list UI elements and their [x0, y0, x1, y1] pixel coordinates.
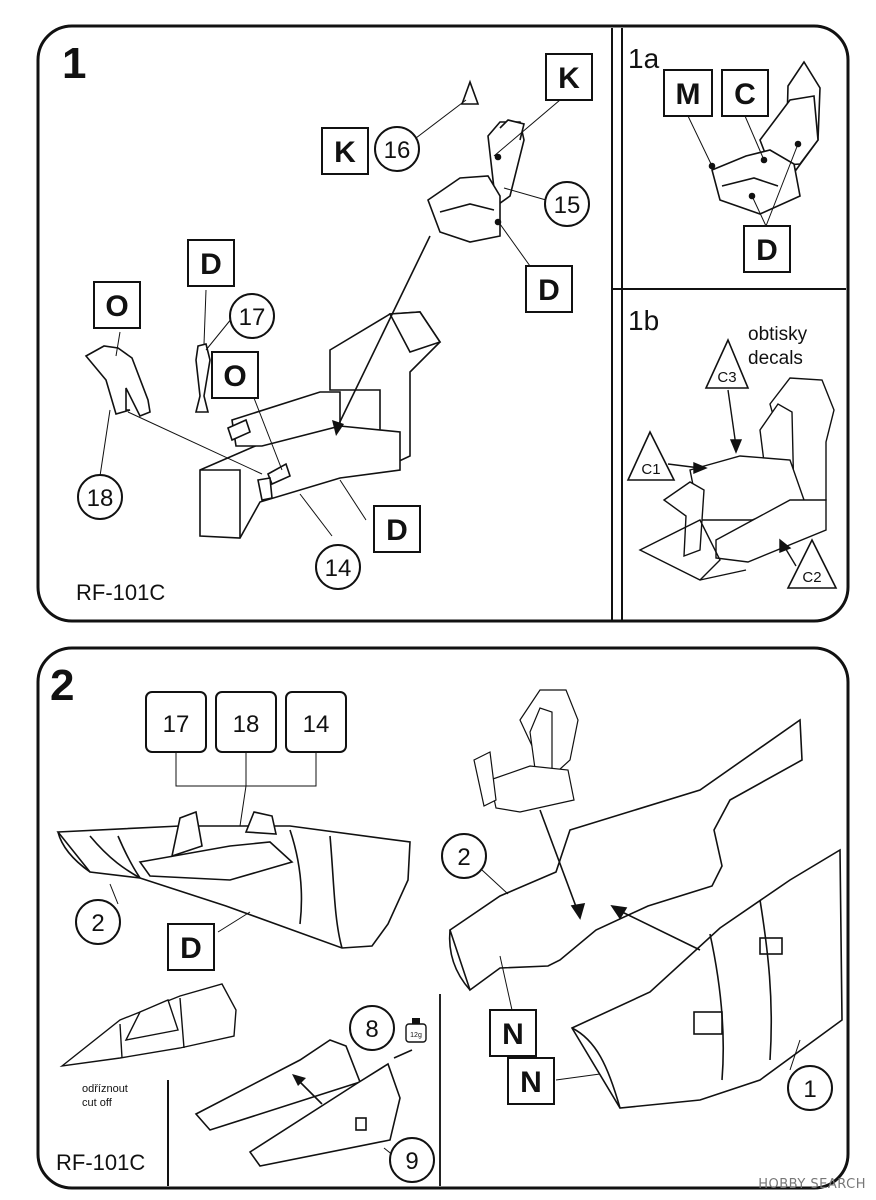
leader-d-panel2	[217, 911, 251, 933]
step-1a-label: 1a	[628, 43, 660, 74]
box-c: C	[721, 69, 769, 117]
box-d-seat: D	[525, 265, 573, 313]
install-arrows-panel2	[539, 809, 701, 951]
box-d-1a: D	[743, 225, 791, 273]
leader-2-left	[109, 883, 119, 905]
cockpit-1b-drawing	[638, 377, 835, 581]
top-part-boxes: 17 18 14	[145, 691, 347, 827]
panel-2-right-leaders	[481, 869, 801, 1081]
svg-text:15: 15	[554, 192, 581, 219]
box-d-panel2: D	[167, 923, 215, 971]
svg-text:16: 16	[384, 137, 411, 164]
part-8-callout: 8	[349, 1005, 395, 1051]
canopy-parts-drawing	[194, 1039, 401, 1167]
svg-text:N: N	[520, 1066, 542, 1099]
box-part-14: 14	[303, 711, 330, 738]
svg-text:C3: C3	[717, 369, 736, 386]
step-1-number: 1	[62, 39, 86, 88]
seat-install-arrow	[332, 235, 431, 436]
ejection-seat-drawing	[427, 79, 525, 243]
part-2-left-callout: 2	[75, 899, 121, 945]
part-14-callout: 14	[315, 544, 361, 590]
decal-c3-callout: C3	[704, 338, 750, 389]
svg-text:8: 8	[365, 1016, 378, 1043]
box-o-rod: O	[211, 351, 259, 399]
nose-cut-off-drawing	[59, 983, 237, 1068]
svg-text:K: K	[558, 62, 580, 95]
part-18-drawing	[84, 345, 151, 418]
box-n-upper: N	[489, 1009, 537, 1057]
box-d-tub: D	[373, 505, 421, 553]
svg-text:C: C	[734, 78, 756, 111]
fuselage-main-drawing	[570, 848, 843, 1109]
box-part-17: 17	[163, 711, 190, 738]
part-18-callout: 18	[77, 474, 123, 520]
svg-text:D: D	[200, 248, 222, 281]
glue-label: 12g	[410, 1032, 422, 1039]
inset-frame	[167, 994, 441, 1186]
decals-note-en: decals	[748, 348, 803, 369]
cut-off-label-en: cut off	[82, 1097, 113, 1109]
watermark: HOBBY SEARCH	[758, 1177, 866, 1192]
rod-part-17-drawing	[194, 343, 211, 413]
part-2-right-callout: 2	[441, 833, 487, 879]
part-9-callout: 9	[389, 1137, 435, 1183]
svg-text:D: D	[756, 234, 778, 267]
part-15-callout: 15	[544, 181, 590, 227]
svg-text:D: D	[386, 514, 408, 547]
cockpit-tub-drawing	[199, 311, 442, 539]
svg-text:D: D	[538, 274, 560, 307]
panel-1-model-label: RF-101C	[76, 580, 165, 605]
svg-text:1: 1	[803, 1076, 816, 1103]
glue-icon: 12g	[393, 1018, 427, 1059]
fuselage-right-half-drawing	[448, 718, 803, 992]
canopy-arrow	[292, 1074, 323, 1105]
panel-1-frame	[36, 24, 850, 623]
svg-text:14: 14	[325, 555, 352, 582]
svg-text:K: K	[334, 136, 356, 169]
box-part-18: 18	[233, 711, 260, 738]
part-16-callout: 16	[374, 126, 420, 172]
svg-text:N: N	[502, 1018, 524, 1051]
svg-text:17: 17	[239, 304, 266, 331]
decal-arrows-1b	[667, 389, 797, 567]
seat-1a-drawing	[708, 60, 821, 215]
cockpit-assembly-small-drawing	[473, 689, 579, 813]
svg-text:C1: C1	[641, 461, 660, 478]
svg-text:9: 9	[405, 1148, 418, 1175]
svg-text:O: O	[223, 360, 246, 393]
part-1-callout: 1	[787, 1065, 833, 1111]
box-o-left: O	[93, 281, 141, 329]
svg-text:C2: C2	[802, 569, 821, 586]
box-k-top: K	[545, 53, 593, 101]
svg-text:M: M	[676, 78, 701, 111]
step-2-number: 2	[50, 661, 74, 710]
box-n-lower: N	[507, 1057, 555, 1105]
svg-text:D: D	[180, 932, 202, 965]
box-m: M	[663, 69, 713, 117]
svg-text:O: O	[105, 290, 128, 323]
svg-text:2: 2	[457, 844, 470, 871]
box-d-rod: D	[187, 239, 235, 287]
fuselage-left-half-drawing	[56, 810, 411, 949]
svg-text:2: 2	[91, 910, 104, 937]
panel-1-leader-lines	[99, 99, 561, 537]
decal-c1-callout: C1	[626, 430, 676, 481]
panel-1a-leaders	[687, 115, 799, 227]
decals-note-cz: obtisky	[748, 324, 808, 345]
box-k-left: K	[321, 127, 369, 175]
cut-off-label-cz: odříznout	[82, 1083, 128, 1095]
panel-2-model-label: RF-101C	[56, 1150, 145, 1175]
step-1b-label: 1b	[628, 305, 659, 336]
part-17-callout: 17	[229, 293, 275, 339]
svg-text:18: 18	[87, 485, 114, 512]
decal-c2-callout: C2	[786, 538, 838, 589]
